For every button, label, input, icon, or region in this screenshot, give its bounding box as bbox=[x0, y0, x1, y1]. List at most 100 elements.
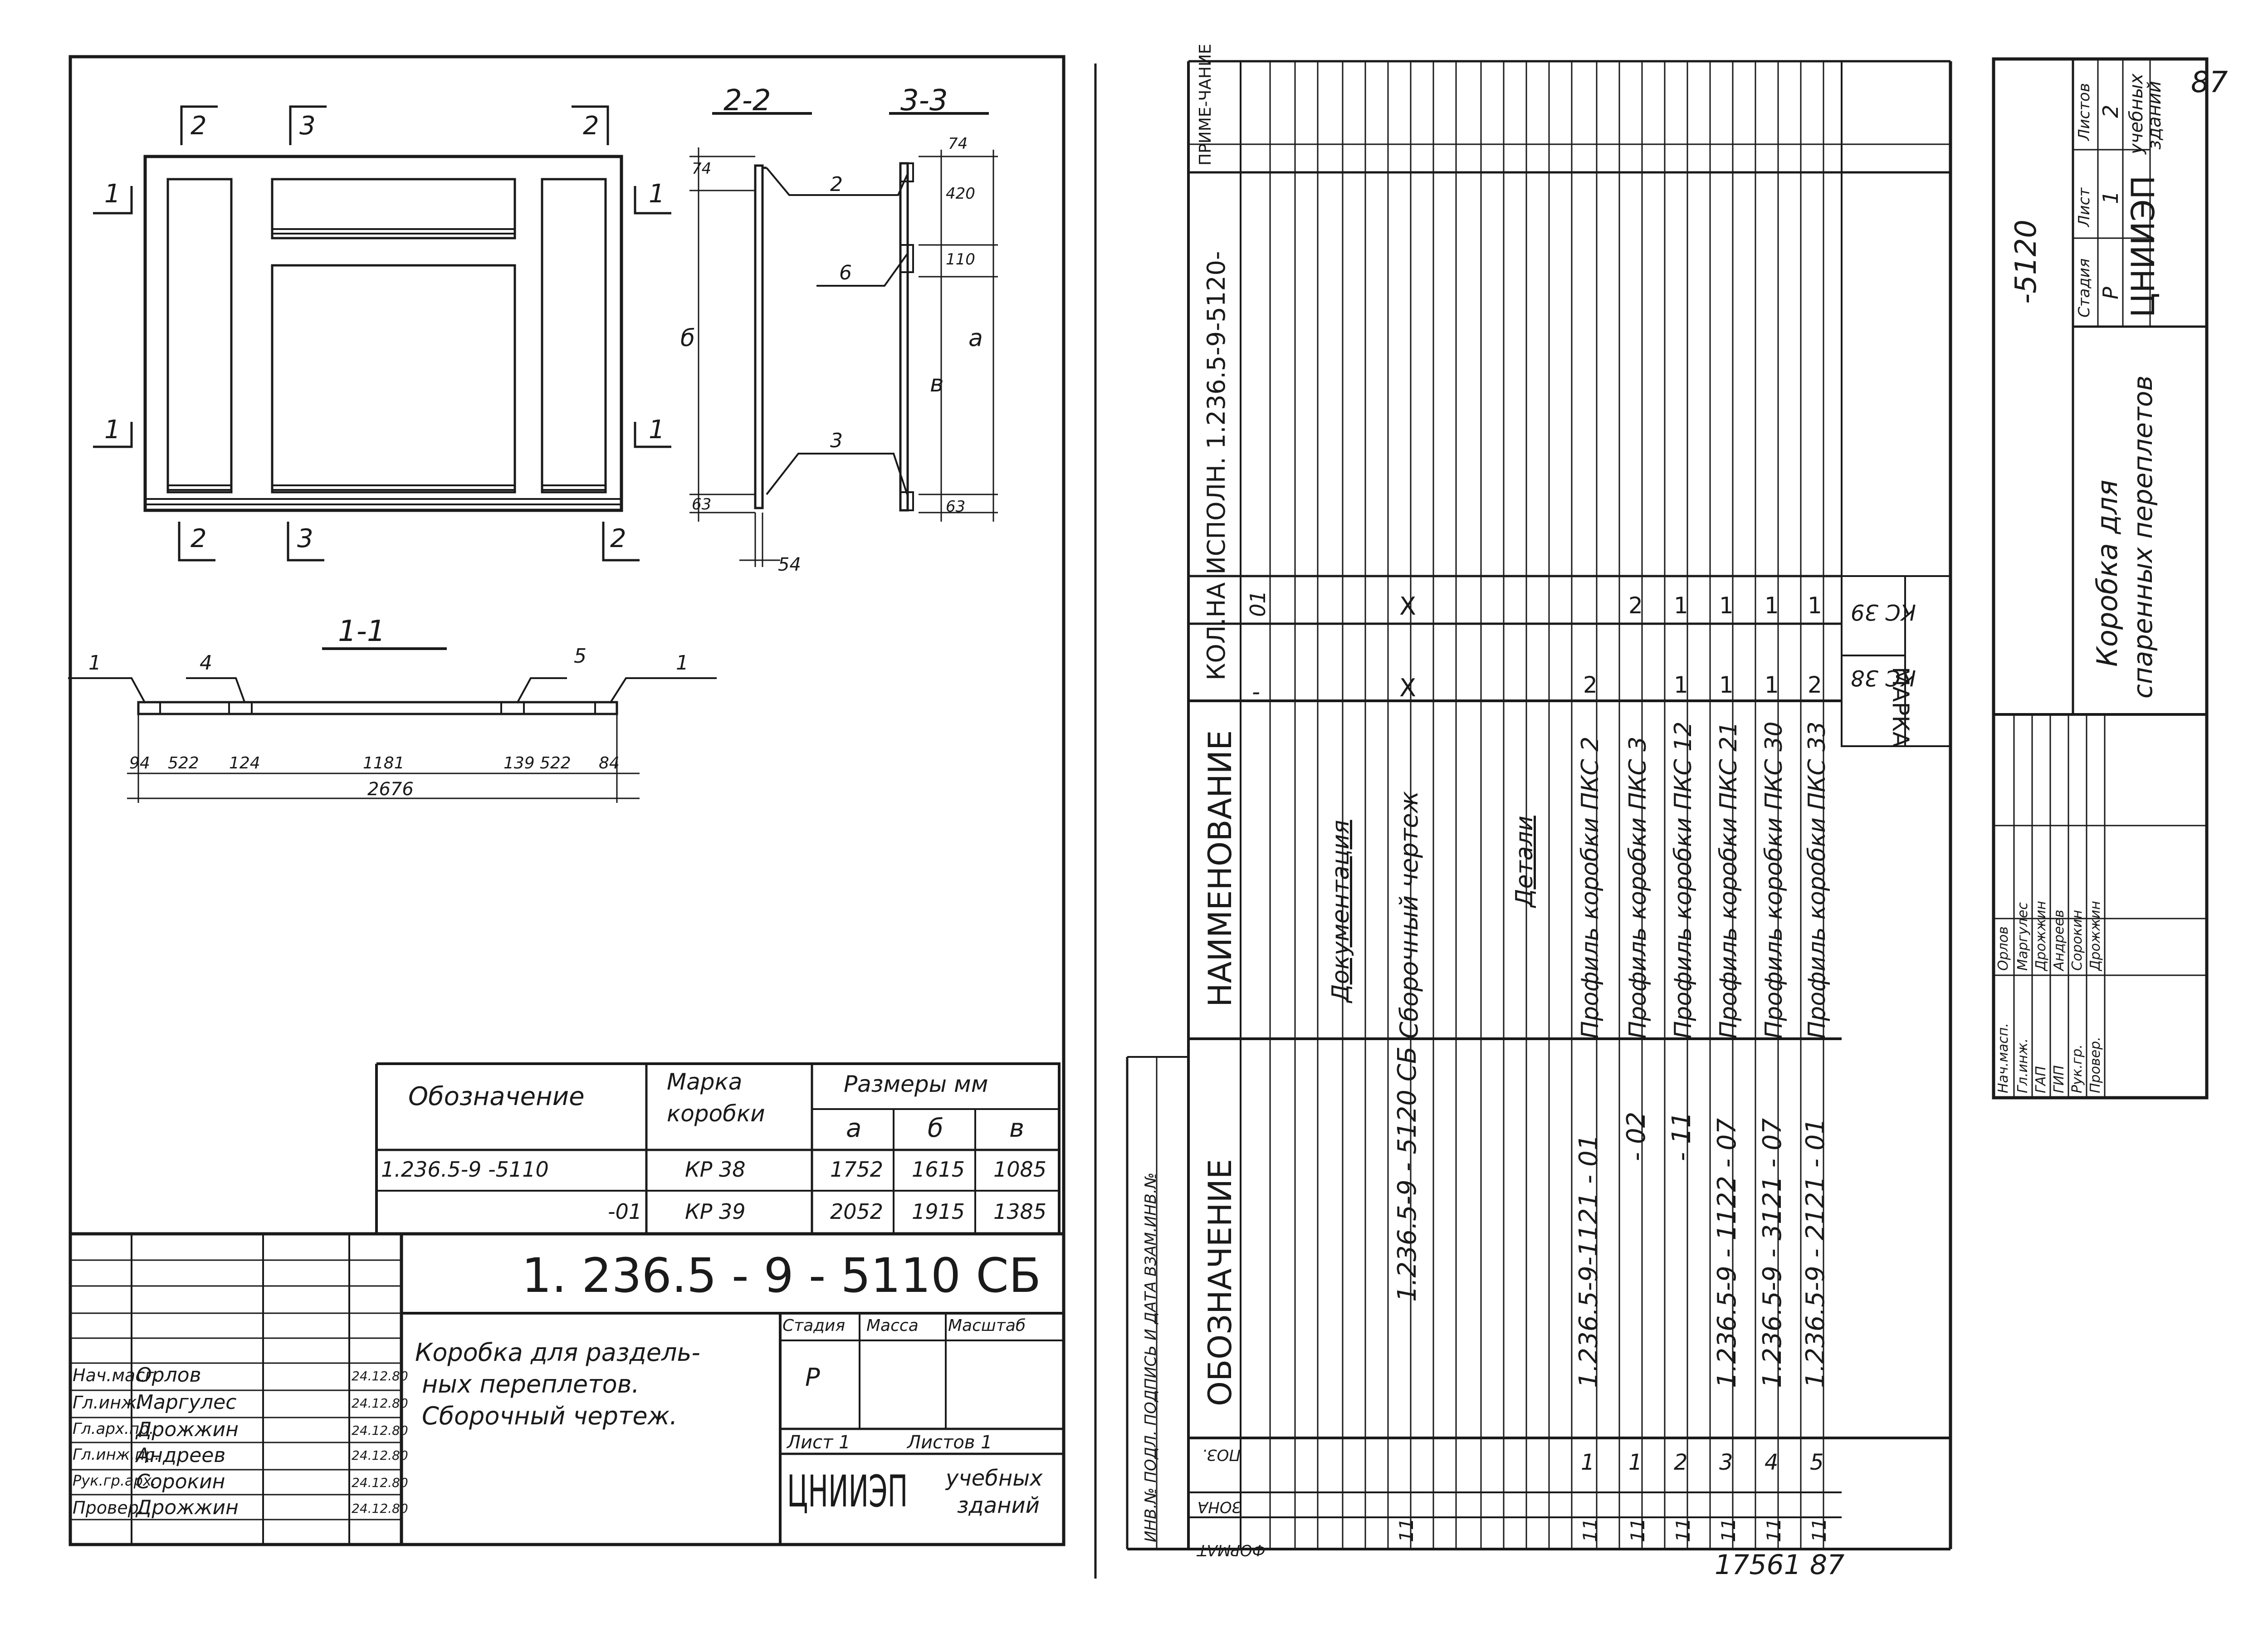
stage-value: Р bbox=[805, 1363, 820, 1392]
row-qty-1: X bbox=[1399, 674, 1416, 702]
signer-date: 24.12.80 bbox=[352, 1448, 408, 1463]
row-qty-2: 2 bbox=[1628, 592, 1643, 619]
signer-role: Провер. bbox=[73, 1498, 144, 1518]
signer-name: Маргулес bbox=[136, 1391, 237, 1414]
row-designation: - 11 bbox=[1667, 1111, 1696, 1161]
section-label-3-3: 3-3 bbox=[900, 84, 948, 117]
cut-mark-1-left-top: 1 bbox=[104, 179, 121, 209]
row-mark: КР 39 bbox=[685, 1199, 746, 1224]
row-qty-2: 1 bbox=[1765, 592, 1779, 619]
cut-mark-1-right-top: 1 bbox=[649, 179, 665, 209]
table-header-b: б bbox=[928, 1114, 943, 1143]
row-format: 11 bbox=[1627, 1518, 1649, 1542]
table-header-mark-2: коробки bbox=[667, 1100, 765, 1127]
sheet-number: Лист 1 bbox=[787, 1432, 850, 1453]
header-sheets: Листов bbox=[2075, 83, 2093, 141]
signer-name: Дрожжин bbox=[2087, 901, 2103, 971]
row-qty-1: 1 bbox=[1719, 672, 1734, 698]
dim-b: б bbox=[680, 325, 695, 352]
row-name: Профиль коробки ПКС 2 bbox=[1577, 736, 1604, 1039]
header-stage: Стадия bbox=[782, 1316, 846, 1335]
document-name-2: спаренных переплетов bbox=[2127, 375, 2158, 699]
signer-role: ГИП bbox=[2051, 1065, 2067, 1093]
header-exec-01: 01 bbox=[1246, 590, 1270, 617]
row-name: Профиль коробки ПКС 3 bbox=[1624, 736, 1652, 1039]
table-header-sizes: Размеры мм bbox=[844, 1071, 988, 1097]
row-mark: КР 38 bbox=[685, 1157, 746, 1182]
section-details: Детали bbox=[1511, 816, 1538, 907]
document-name-1: Коробка для раздель- bbox=[415, 1338, 700, 1367]
table-header-designation: Обозначение bbox=[408, 1082, 585, 1111]
signer-name: Андреев bbox=[2051, 909, 2067, 971]
signer-name: Дрожжин bbox=[136, 1418, 239, 1441]
side-strip: ИНВ.№ ПОДЛ. ПОДПИСЬ И ДАТА ВЗАМ.ИНВ.№ bbox=[1142, 1172, 1160, 1542]
row-name: Сборочный чертеж bbox=[1395, 791, 1423, 1039]
row-qty-1: 2 bbox=[1808, 672, 1822, 698]
row-designation: - 02 bbox=[1622, 1111, 1651, 1161]
cut-mark-2-bottom-right: 2 bbox=[610, 524, 626, 553]
plan-dim-522-right: 522 bbox=[540, 754, 571, 772]
row-format: 11 bbox=[1808, 1518, 1830, 1542]
section-label-1-1: 1-1 bbox=[338, 615, 386, 648]
cut-mark-3-top: 3 bbox=[299, 111, 316, 141]
callout-4: 4 bbox=[200, 651, 212, 675]
row-designation: 1.236.5-9-1121 - 01 bbox=[1574, 1134, 1603, 1388]
plan-dim-124: 124 bbox=[229, 754, 260, 772]
row-a: 2052 bbox=[830, 1199, 884, 1224]
dim-110: 110 bbox=[946, 250, 975, 269]
dim-v: в bbox=[930, 370, 944, 397]
row-qty-2: 1 bbox=[1808, 592, 1822, 619]
signer-role: Гл.инж. bbox=[73, 1393, 142, 1413]
row-qty-2: X bbox=[1399, 592, 1416, 621]
row-name: Профиль коробки ПКС 30 bbox=[1760, 721, 1788, 1039]
row-b: 1615 bbox=[912, 1157, 965, 1182]
signer-role: Гл.инж. bbox=[2015, 1038, 2031, 1093]
row-designation: 1.236.5-9 - 1122 - 07 bbox=[1712, 1118, 1742, 1388]
row-format: 11 bbox=[1717, 1518, 1740, 1542]
row-name: Профиль коробки ПКС 21 bbox=[1715, 721, 1742, 1039]
callout-1-left: 1 bbox=[88, 651, 101, 675]
header-format: ФОРМАТ bbox=[1198, 1541, 1266, 1559]
cut-mark-2-top-left: 2 bbox=[191, 111, 207, 141]
document-name-1: Коробка для bbox=[2091, 479, 2124, 667]
row-format: 11 bbox=[1395, 1518, 1418, 1542]
cut-mark-1-right-bottom: 1 bbox=[649, 415, 665, 445]
section-documentation: Документация bbox=[1327, 820, 1354, 1002]
header-zone: ЗОНА bbox=[1198, 1498, 1242, 1516]
sheet-count: Листов 1 bbox=[907, 1432, 992, 1453]
table-header-mark-1: Марка bbox=[667, 1069, 743, 1095]
signer-role: ГАП bbox=[2033, 1066, 2049, 1093]
signer-role: Провер. bbox=[2087, 1036, 2103, 1093]
row-pos: 4 bbox=[1765, 1450, 1779, 1475]
archive-number: 17561 87 bbox=[1715, 1549, 1845, 1581]
dim-54: 54 bbox=[778, 554, 801, 575]
signer-name: Орлов bbox=[136, 1364, 201, 1387]
callout-2: 2 bbox=[830, 173, 843, 196]
signer-role: Гл.инж.пр. bbox=[73, 1446, 160, 1464]
signer-date: 24.12.80 bbox=[352, 1423, 408, 1438]
row-qty-2: 1 bbox=[1674, 592, 1688, 619]
header-mass: Масса bbox=[866, 1316, 919, 1335]
row-pos: 1 bbox=[1628, 1450, 1642, 1475]
row-qty-2: 1 bbox=[1719, 592, 1734, 619]
row-pos: 2 bbox=[1674, 1450, 1688, 1475]
organization-sub-2: зданий bbox=[957, 1493, 1040, 1518]
signer-date: 24.12.80 bbox=[352, 1501, 408, 1516]
row-name: Профиль коробки ПКС 12 bbox=[1670, 721, 1697, 1039]
page-number: 87 bbox=[2191, 66, 2228, 99]
row-pos: 5 bbox=[1810, 1450, 1824, 1475]
row-designation: -01 bbox=[608, 1199, 642, 1224]
sheet-count: 2 bbox=[2098, 104, 2123, 118]
dim-63-left: 63 bbox=[692, 495, 712, 513]
plan-dim-84: 84 bbox=[599, 754, 620, 772]
document-name-2: ных переплетов. bbox=[422, 1370, 640, 1398]
header-note: ПРИМЕ-ЧАНИЕ bbox=[1196, 44, 1215, 166]
header-scale: Масштаб bbox=[948, 1316, 1026, 1335]
cut-mark-2-top-right: 2 bbox=[583, 111, 599, 141]
callout-3: 3 bbox=[830, 429, 843, 452]
dim-74-right: 74 bbox=[948, 135, 968, 153]
signer-date: 24.12.80 bbox=[352, 1369, 408, 1384]
cut-mark-2-bottom-left: 2 bbox=[191, 524, 207, 553]
dim-74-left: 74 bbox=[692, 160, 712, 178]
